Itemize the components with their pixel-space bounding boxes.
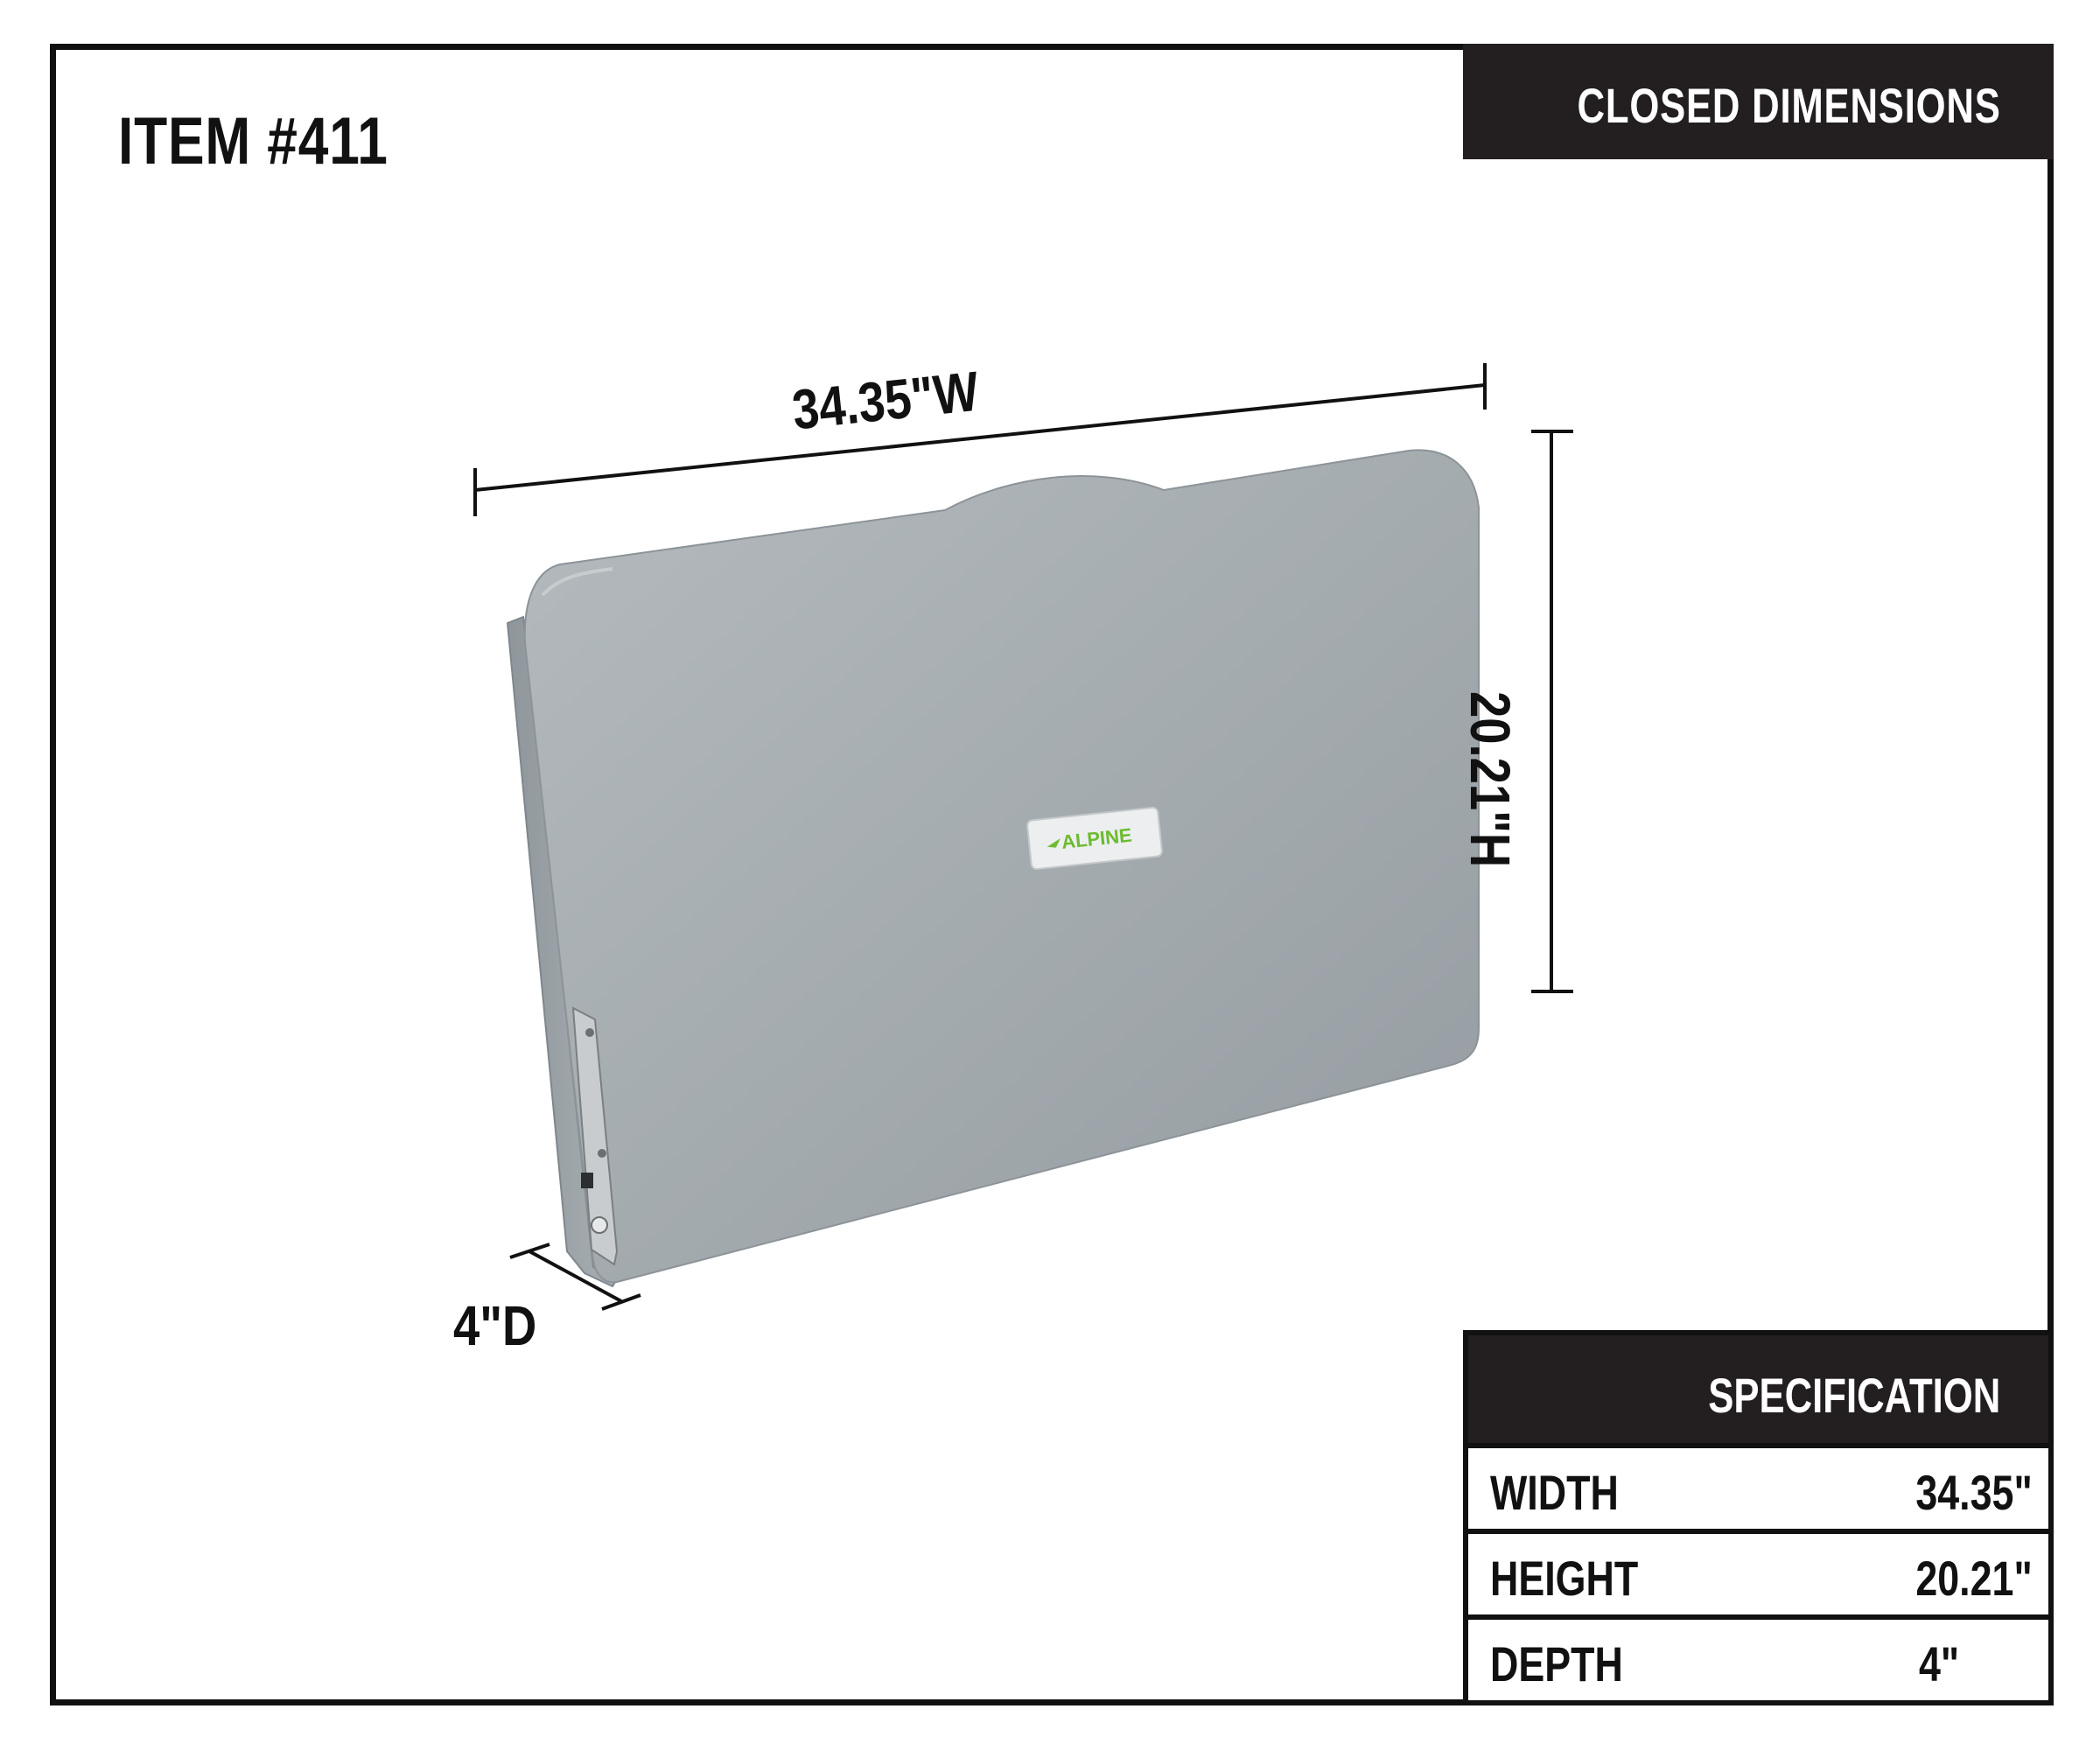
item-title: ITEM #411 — [118, 104, 388, 179]
outer-frame — [50, 44, 2054, 1705]
depth-label: 4"D — [453, 1294, 537, 1357]
width-dimension-line — [473, 363, 1487, 516]
row-value: 4" — [1919, 1636, 1960, 1691]
row-value: 34.35" — [1915, 1465, 2033, 1520]
row-value: 20.21" — [1915, 1551, 2033, 1606]
specification-table: SPECIFICATION WIDTH 34.35" HEIGHT 20.21"… — [1463, 1330, 2054, 1705]
hinge-bracket — [571, 1006, 619, 1266]
row-label: WIDTH — [1490, 1465, 1619, 1520]
product-face — [523, 449, 1480, 1284]
specification-title: SPECIFICATION — [1707, 1368, 2000, 1423]
leaf-icon — [1046, 838, 1060, 848]
table-row-height: HEIGHT 20.21" — [1468, 1529, 2048, 1614]
row-label: DEPTH — [1490, 1636, 1623, 1691]
height-label: 20.21"H — [1459, 691, 1522, 868]
height-dimension-line — [1531, 430, 1573, 993]
table-row-depth: DEPTH 4" — [1468, 1614, 2048, 1705]
alpine-logo-badge: ALPINE — [1026, 806, 1163, 871]
table-row-width: WIDTH 34.35" — [1468, 1443, 2048, 1529]
header-title: CLOSED DIMENSIONS — [1577, 78, 2001, 133]
closed-dimensions-header: CLOSED DIMENSIONS — [1463, 44, 2054, 159]
product-edge-highlight — [541, 567, 613, 597]
depth-dimension-line — [509, 1243, 641, 1311]
row-label: HEIGHT — [1490, 1551, 1639, 1606]
specification-header: SPECIFICATION — [1468, 1335, 2048, 1443]
